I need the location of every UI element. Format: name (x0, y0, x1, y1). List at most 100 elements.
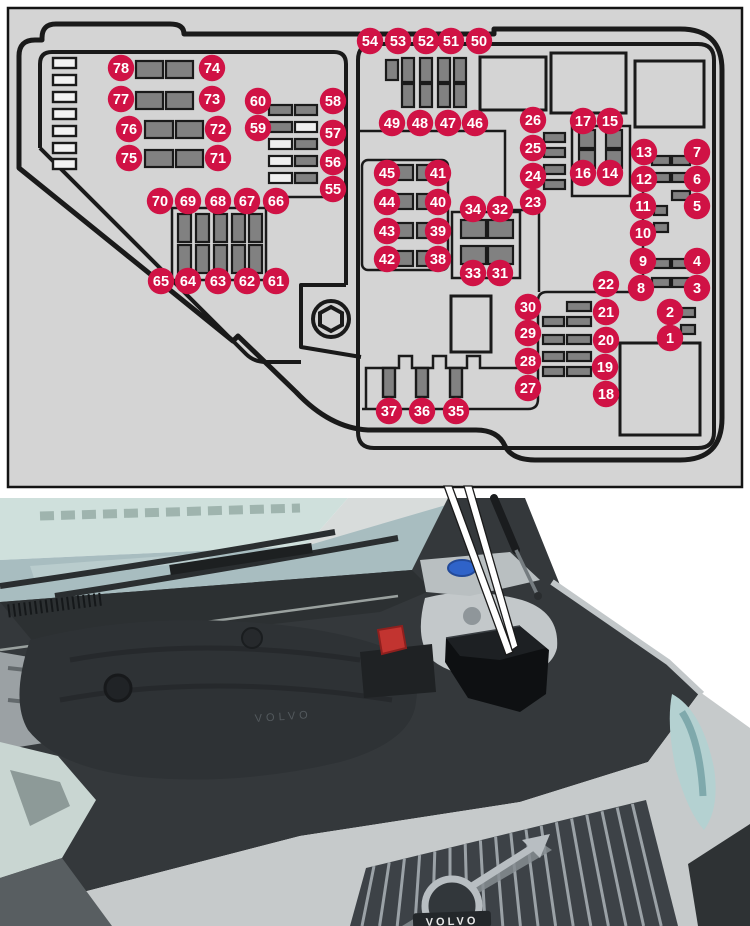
callout-68: 68 (204, 187, 232, 215)
callout-number: 32 (492, 202, 508, 218)
callout-27: 27 (514, 374, 542, 402)
slot-fuse (51, 141, 78, 155)
fuse-rect (134, 90, 165, 111)
relay-box (633, 59, 706, 129)
callout-number: 16 (575, 166, 591, 182)
callout-number: 33 (465, 266, 481, 282)
callout-50: 50 (465, 27, 493, 55)
slot-fuse (51, 157, 78, 171)
callout-61: 61 (262, 267, 290, 295)
callout-25: 25 (519, 134, 547, 162)
air-intake-right (688, 824, 750, 926)
callout-78: 78 (107, 54, 135, 82)
callout-2: 2 (656, 298, 684, 326)
fuse-rect (174, 148, 205, 169)
fuse-rect (400, 56, 416, 84)
callout-circle (592, 326, 620, 354)
callout-circle (596, 159, 624, 187)
slot-fuse (51, 73, 78, 87)
callout-number: 36 (414, 404, 430, 420)
callout-circle (459, 259, 487, 287)
fuse-rect (212, 212, 229, 244)
callout-18: 18 (592, 380, 620, 408)
engine-bay-photo: VOLVO VOLVO (0, 494, 750, 926)
callout-circle (630, 138, 658, 166)
callout-number: 54 (362, 34, 378, 50)
callout-circle (373, 245, 401, 273)
callout-47: 47 (434, 109, 462, 137)
callout-number: 11 (635, 199, 650, 215)
callout-74: 74 (198, 54, 226, 82)
callout-number: 43 (379, 224, 395, 240)
callout-52: 52 (412, 27, 440, 55)
callout-circle (656, 298, 684, 326)
callout-circle (514, 347, 542, 375)
fuse-rect (452, 56, 468, 84)
fuse-rect (541, 365, 566, 378)
grille-slat (630, 803, 663, 926)
leg-fuses (381, 366, 464, 399)
battery (360, 644, 436, 698)
callout-circle (465, 27, 493, 55)
callout-51: 51 (437, 27, 465, 55)
callout-circle (147, 267, 175, 295)
callout-19: 19 (591, 353, 619, 381)
callout-circle (514, 293, 542, 321)
pointer-line-left (443, 485, 514, 656)
slot-fuse (51, 124, 78, 138)
callout-number: 74 (204, 61, 220, 77)
callout-number: 65 (153, 274, 169, 290)
callout-circle (198, 85, 226, 113)
callout-35: 35 (442, 397, 470, 425)
bumper-shadow-left (0, 858, 112, 926)
fuse-rect (418, 82, 434, 109)
callout-46: 46 (461, 109, 489, 137)
callout-circle (384, 27, 412, 55)
callout-number: 61 (268, 274, 284, 290)
right-headlight (669, 694, 716, 830)
callout-number: 44 (379, 195, 395, 211)
fuse-rect (174, 119, 205, 140)
callout-31: 31 (486, 259, 514, 287)
callout-4: 4 (683, 247, 711, 275)
bolt-tab-outline (299, 283, 362, 359)
callout-number: 21 (598, 305, 614, 321)
callout-40: 40 (424, 188, 452, 216)
callout-circle (461, 109, 489, 137)
callout-number: 70 (152, 194, 168, 210)
callout-number: 76 (121, 122, 137, 138)
fuse-rect (565, 365, 593, 378)
fuse-callouts: 1234567891011121314151617181920212223242… (107, 27, 711, 425)
callout-number: 75 (121, 151, 137, 167)
callout-number: 49 (384, 116, 400, 132)
callout-57: 57 (319, 119, 347, 147)
callout-circle (356, 27, 384, 55)
mounting-bolt (311, 299, 351, 339)
fusebox-diagram-panel (6, 6, 744, 489)
callout-38: 38 (424, 245, 452, 273)
callout-7: 7 (683, 138, 711, 166)
fuse-rect (542, 131, 567, 144)
callout-16: 16 (569, 159, 597, 187)
fuse-block-box-18-30 (362, 290, 643, 411)
callout-43: 43 (373, 217, 401, 245)
callout-circle (519, 162, 547, 190)
fusebox-outline-right-inner (356, 42, 716, 450)
relay-box (549, 51, 628, 115)
fuse-rect (459, 218, 488, 240)
badge-banner (412, 910, 492, 926)
callout-circle (115, 115, 143, 143)
slot-fuse (51, 56, 78, 70)
callout-number: 23 (525, 195, 541, 211)
fuse-rect (436, 82, 452, 109)
callout-number: 52 (418, 34, 434, 50)
callout-42: 42 (373, 245, 401, 273)
callout-number: 46 (467, 116, 483, 132)
fuse-rect (541, 315, 566, 328)
callout-number: 66 (268, 194, 284, 210)
callout-1: 1 (656, 324, 684, 352)
fuse-rect (565, 350, 593, 363)
callout-number: 3 (693, 281, 701, 297)
iron-mark-arrow-head (522, 834, 550, 858)
callout-circle (629, 192, 657, 220)
